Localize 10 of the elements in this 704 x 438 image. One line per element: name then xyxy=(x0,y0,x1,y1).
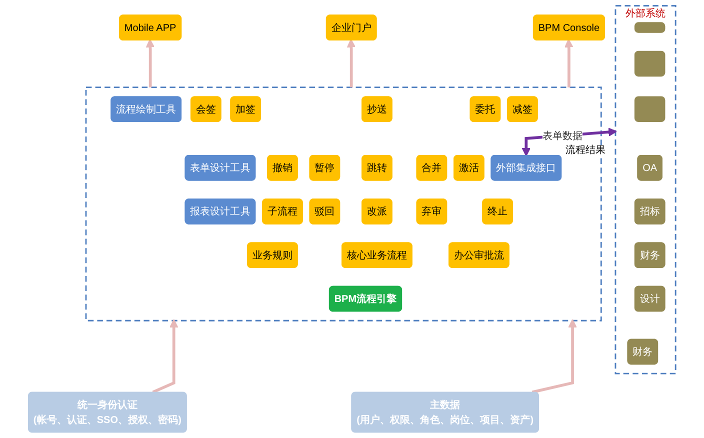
node-box xyxy=(634,50,666,77)
arrow xyxy=(346,38,356,88)
node-box xyxy=(634,96,666,122)
edge-label: 表单数据 xyxy=(542,130,582,142)
arrow xyxy=(532,319,577,394)
node-box xyxy=(634,22,666,33)
arrow-label: 流程结果 xyxy=(564,145,606,156)
arrow xyxy=(152,319,178,394)
arrow xyxy=(564,38,574,88)
arrow xyxy=(146,38,155,88)
